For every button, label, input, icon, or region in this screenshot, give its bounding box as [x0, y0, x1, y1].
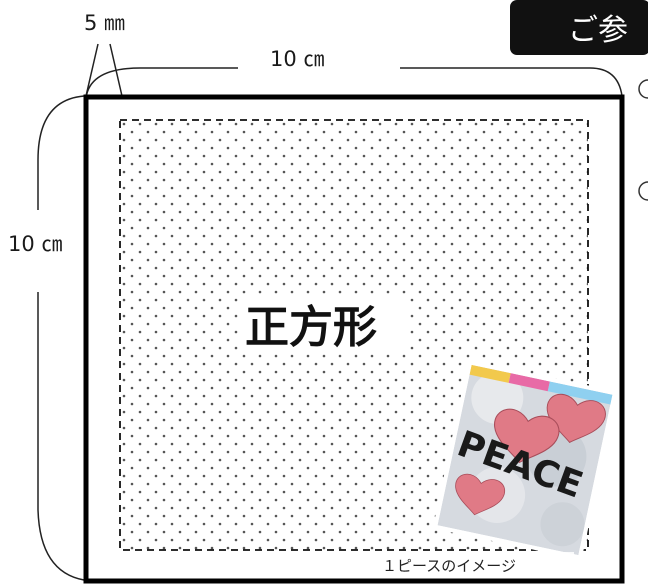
height-dimension-label: 10 ㎝ [8, 232, 62, 256]
header-tab-background [510, 0, 648, 55]
height-dimension-line [37, 95, 85, 210]
heart-icon [455, 473, 505, 516]
width-dimension-line [400, 67, 623, 97]
main-label-background [240, 295, 410, 351]
header-tab: ご参 [510, 0, 648, 55]
photo-edge-color [547, 381, 613, 405]
photo-texture [540, 502, 585, 547]
photo-edge-color [469, 364, 511, 383]
width-dimension-line [85, 67, 238, 99]
bullet-circle [638, 181, 648, 201]
margin-dimension-label: 5 ㎜ [84, 11, 125, 35]
bullet-circle [638, 79, 648, 99]
width-dimension-label: 10 ㎝ [270, 47, 324, 71]
caption-background [378, 552, 574, 576]
heart-icon [494, 408, 560, 464]
inner-dashed-border [119, 119, 589, 551]
height-dimension-line [37, 292, 85, 581]
header-tab-label: ご参 [568, 13, 628, 48]
heart-icon [546, 393, 606, 443]
sample-photo: PEACE [432, 360, 618, 560]
photo-caption: １ピースのイメージ [382, 557, 516, 575]
margin-dimension-line [85, 43, 99, 97]
photo-edge-color [508, 373, 550, 392]
main-label: 正方形 [245, 302, 377, 353]
